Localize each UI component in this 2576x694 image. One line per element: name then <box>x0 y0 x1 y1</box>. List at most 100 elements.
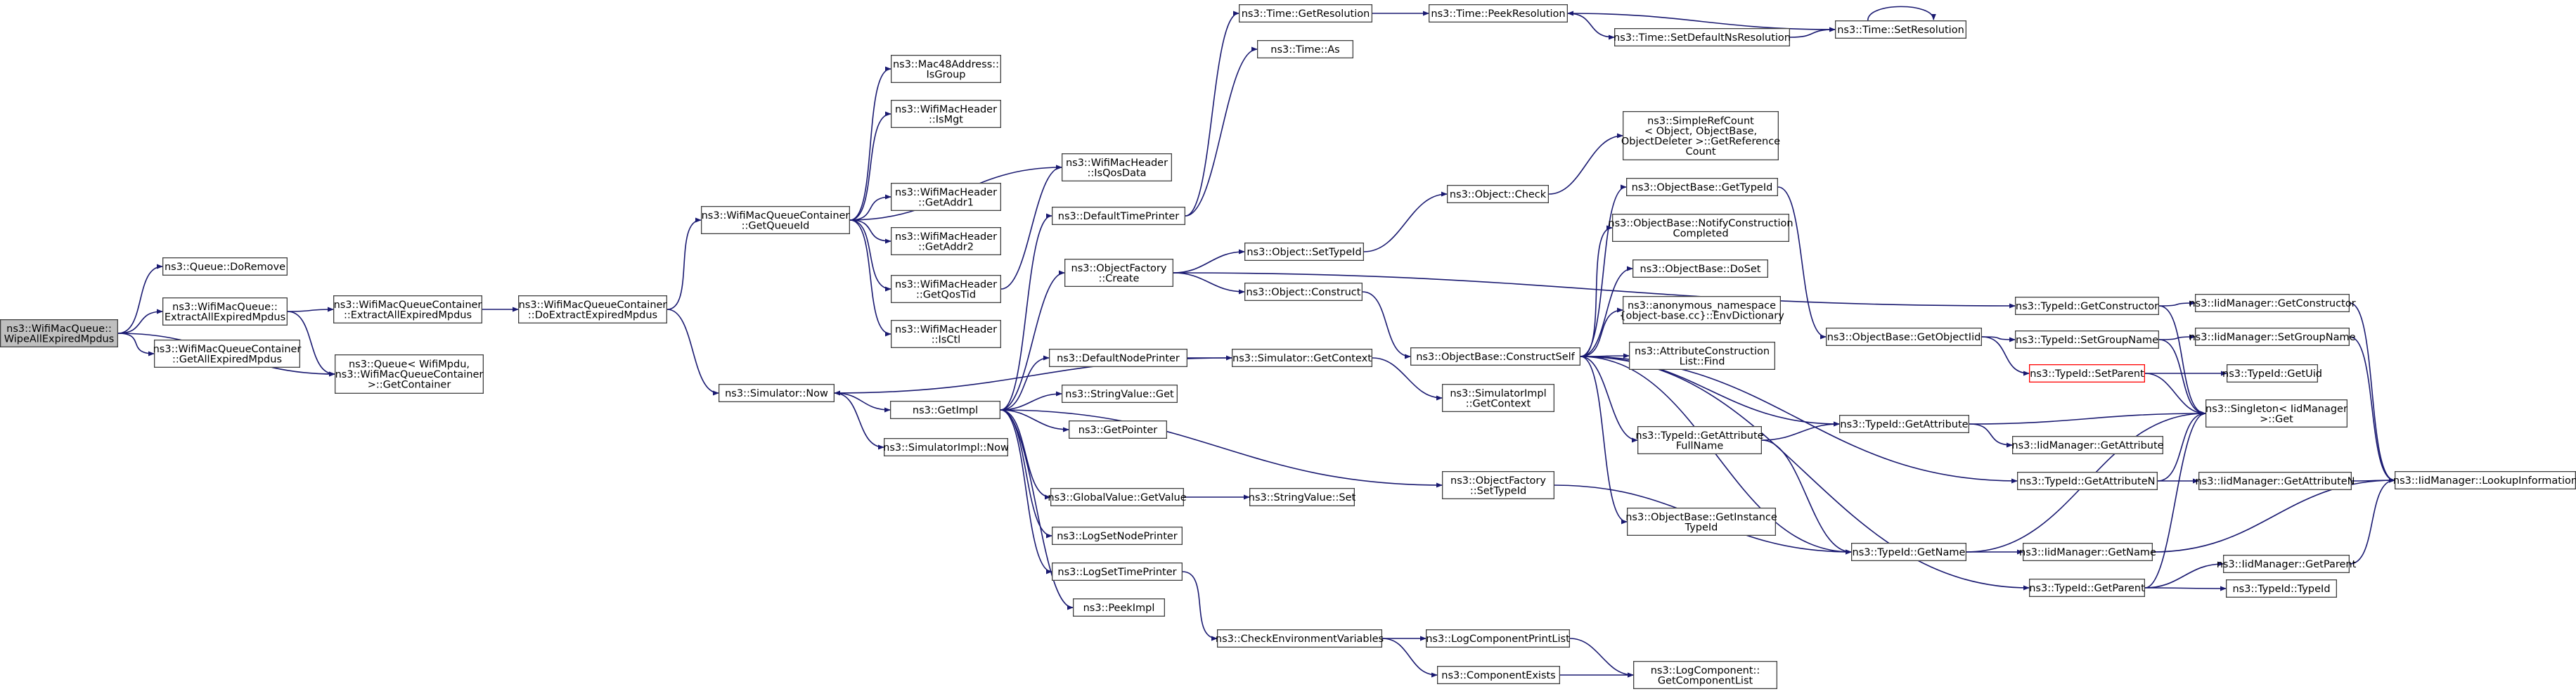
node-extractAllExpired[interactable]: ns3::WifiMacQueue::ExtractAllExpiredMpdu… <box>162 297 288 326</box>
node-tidGetParent[interactable]: ns3::TypeId::GetParent <box>2028 579 2145 598</box>
node-label-line: ::ExtractAllExpiredMpdus <box>344 309 472 321</box>
node-tidGetUid[interactable]: ns3::TypeId::GetUid <box>2222 364 2322 383</box>
node-defaultNodePrinter[interactable]: ns3::DefaultNodePrinter <box>1049 348 1188 367</box>
node-iidSetGroupName[interactable]: ns3::IidManager::SetGroupName <box>2189 327 2356 346</box>
node-timePeekRes[interactable]: ns3::Time::PeekResolution <box>1429 4 1569 23</box>
node-stringValueSet[interactable]: ns3::StringValue::Set <box>1249 488 1356 507</box>
node-tidGetName[interactable]: ns3::TypeId::GetName <box>1850 543 1966 562</box>
node-getQueueId[interactable]: ns3::WifiMacQueueContainer::GetQueueId <box>701 205 851 234</box>
node-obGetObjectIid[interactable]: ns3::ObjectBase::GetObjectIid <box>1825 327 1982 346</box>
edges-layer <box>117 6 2395 678</box>
node-iidGetParent[interactable]: ns3::IidManager::GetParent <box>2217 555 2357 574</box>
node-getImpl[interactable]: ns3::GetImpl <box>890 401 1001 420</box>
node-isQosData[interactable]: ns3::WifiMacHeader::IsQosData <box>1062 153 1173 181</box>
node-peekImpl[interactable]: ns3::PeekImpl <box>1073 598 1166 617</box>
node-tidTypeId[interactable]: ns3::TypeId::TypeId <box>2225 579 2337 598</box>
node-logSetTimePrinter[interactable]: ns3::LogSetTimePrinter <box>1052 563 1183 581</box>
node-timeSetRes[interactable]: ns3::Time::SetResolution <box>1834 20 1966 39</box>
node-getAllExpired[interactable]: ns3::WifiMacQueueContainer::GetAllExpire… <box>153 339 302 368</box>
node-tidSetParent[interactable]: ns3::TypeId::SetParent <box>2028 364 2145 383</box>
node-getAddr1[interactable]: ns3::WifiMacHeader::GetAddr1 <box>891 182 1002 211</box>
node-logSetNodePrinter[interactable]: ns3::LogSetNodePrinter <box>1052 527 1183 546</box>
node-objectConstruct[interactable]: ns3::Object::Construct <box>1244 282 1363 301</box>
node-getContainer[interactable]: ns3::Queue< WifiMpdu,ns3::WifiMacQueueCo… <box>334 354 484 394</box>
node-getAddr2[interactable]: ns3::WifiMacHeader::GetAddr2 <box>891 226 1002 255</box>
node-timeSetDefaultNs[interactable]: ns3::Time::SetDefaultNsResolution <box>1614 28 1791 47</box>
node-iidGetAttribute[interactable]: ns3::IidManager::GetAttribute <box>2011 436 2164 455</box>
node-label-line: ExtractAllExpiredMpdus <box>165 311 285 323</box>
node-tidGetAttributeN[interactable]: ns3::TypeId::GetAttributeN <box>2016 472 2158 491</box>
node-singletonGet[interactable]: ns3::Singleton< IidManager>::Get <box>2205 399 2348 428</box>
node-envDictionary[interactable]: ns3::anonymous_namespace{object-base.cc}… <box>1619 295 1784 324</box>
node-getQosTid[interactable]: ns3::WifiMacHeader::GetQosTid <box>891 274 1002 303</box>
edge-defaultTimePrinter-to-timeGetRes <box>1185 11 1239 217</box>
node-simNow[interactable]: ns3::Simulator::Now <box>719 384 835 403</box>
node-label-line: ns3::IidManager::GetConstructor <box>2189 298 2355 309</box>
node-label-line: ns3::TypeId::GetAttribute <box>1840 419 1968 430</box>
node-queueDoRemove[interactable]: ns3::Queue::DoRemove <box>162 257 288 276</box>
node-label-line: ns3::IidManager::GetName <box>2019 547 2156 558</box>
node-iidLookupInformation[interactable]: ns3::IidManager::LookupInformation <box>2393 471 2576 490</box>
node-label-line: ns3::LogSetTimePrinter <box>1057 567 1176 578</box>
node-box <box>1064 258 1174 287</box>
edge-getQueueId-to-getAddr1 <box>849 194 891 221</box>
node-iidGetName[interactable]: ns3::IidManager::GetName <box>2019 543 2156 562</box>
node-globalValueGetValue[interactable]: ns3::GlobalValue::GetValue <box>1048 488 1187 507</box>
node-iidGetAttributeN[interactable]: ns3::IidManager::GetAttributeN <box>2195 472 2355 491</box>
node-timeGetRes[interactable]: ns3::Time::GetResolution <box>1239 4 1373 23</box>
node-tidGetConstructor[interactable]: ns3::TypeId::GetConstructor <box>2014 296 2159 315</box>
node-isMgt[interactable]: ns3::WifiMacHeader::IsMgt <box>891 99 1002 128</box>
node-obNotifyConstruction[interactable]: ns3::ObjectBase::NotifyConstructionCompl… <box>1608 213 1793 242</box>
node-simImplNow[interactable]: ns3::SimulatorImpl::Now <box>883 438 1009 457</box>
node-label-line: List::Find <box>1680 356 1725 367</box>
node-box <box>1441 384 1554 413</box>
edge-getImpl-to-objFactoryCreate <box>1000 270 1065 411</box>
edge-timeSetDefaultNs-to-timeSetRes <box>1789 27 1836 38</box>
node-box <box>1049 348 1188 367</box>
edge-obGetTypeId-to-obGetObjectIid <box>1777 186 1827 340</box>
node-getRefCount[interactable]: ns3::SimpleRefCount< Object, ObjectBase,… <box>1621 110 1780 160</box>
node-label-line: ns3::LogComponentPrintList <box>1426 634 1570 645</box>
node-doExtractExpired[interactable]: ns3::WifiMacQueueContainer::DoExtractExp… <box>518 295 668 323</box>
node-timeAs[interactable]: ns3::Time::As <box>1257 40 1354 59</box>
node-box <box>1062 385 1178 404</box>
node-stringValueGet[interactable]: ns3::StringValue::Get <box>1062 385 1178 404</box>
edge-getQueueId-to-isCtl <box>849 219 891 337</box>
edge-extractAllExpired-to-getContainer <box>287 311 335 377</box>
node-contExtractAllExpired[interactable]: ns3::WifiMacQueueContainer::ExtractAllEx… <box>333 295 482 323</box>
node-box <box>884 438 1009 457</box>
node-componentExists[interactable]: ns3::ComponentExists <box>1437 666 1561 685</box>
node-getComponentList[interactable]: ns3::LogComponent::GetComponentList <box>1632 661 1777 690</box>
node-iidGetConstructor[interactable]: ns3::IidManager::GetConstructor <box>2189 293 2356 312</box>
node-isGroup[interactable]: ns3::Mac48Address::IsGroup <box>891 55 1002 84</box>
node-isCtl[interactable]: ns3::WifiMacHeader::IsCtl <box>891 319 1002 348</box>
node-simGetContext[interactable]: ns3::Simulator::GetContext <box>1232 348 1373 367</box>
node-tidSetGroupName[interactable]: ns3::TypeId::SetGroupName <box>2014 330 2159 349</box>
node-objFactorySetTypeId[interactable]: ns3::ObjectFactory::SetTypeId <box>1441 471 1554 500</box>
node-obDoSet[interactable]: ns3::ObjectBase::DoSet <box>1632 259 1768 278</box>
node-objFactoryCreate[interactable]: ns3::ObjectFactory::Create <box>1064 258 1174 287</box>
node-checkEnvVars[interactable]: ns3::CheckEnvironmentVariables <box>1216 629 1384 648</box>
node-objectCheck[interactable]: ns3::Object::Check <box>1446 184 1549 203</box>
node-box <box>2011 436 2163 455</box>
edge-objFactoryCreate-to-objectConstruct <box>1173 272 1245 295</box>
node-box <box>1632 661 1777 690</box>
node-label-line: ns3::TypeId::SetParent <box>2030 368 2144 380</box>
edge-doExtractExpired-to-simNow <box>666 309 719 396</box>
node-simImplGetContext[interactable]: ns3::SimulatorImpl::GetContext <box>1441 384 1554 413</box>
node-root[interactable]: ns3::WifiMacQueue::WipeAllExpiredMpdus <box>0 319 118 347</box>
node-getPointer[interactable]: ns3::GetPointer <box>1069 420 1168 439</box>
node-tidGetAttribute[interactable]: ns3::TypeId::GetAttribute <box>1838 415 1969 434</box>
node-logComponentPrintList[interactable]: ns3::LogComponentPrintList <box>1426 629 1570 648</box>
node-obGetTypeId[interactable]: ns3::ObjectBase::GetTypeId <box>1625 177 1778 196</box>
node-box <box>333 295 482 323</box>
node-constructSelf[interactable]: ns3::ObjectBase::ConstructSelf <box>1410 347 1581 366</box>
node-defaultTimePrinter[interactable]: ns3::DefaultTimePrinter <box>1052 206 1186 225</box>
node-objectSetTypeId[interactable]: ns3::Object::SetTypeId <box>1244 242 1365 261</box>
edge-getImpl-to-defaultNodePrinter <box>1000 355 1050 411</box>
node-box <box>701 205 851 234</box>
node-box <box>1437 666 1561 685</box>
